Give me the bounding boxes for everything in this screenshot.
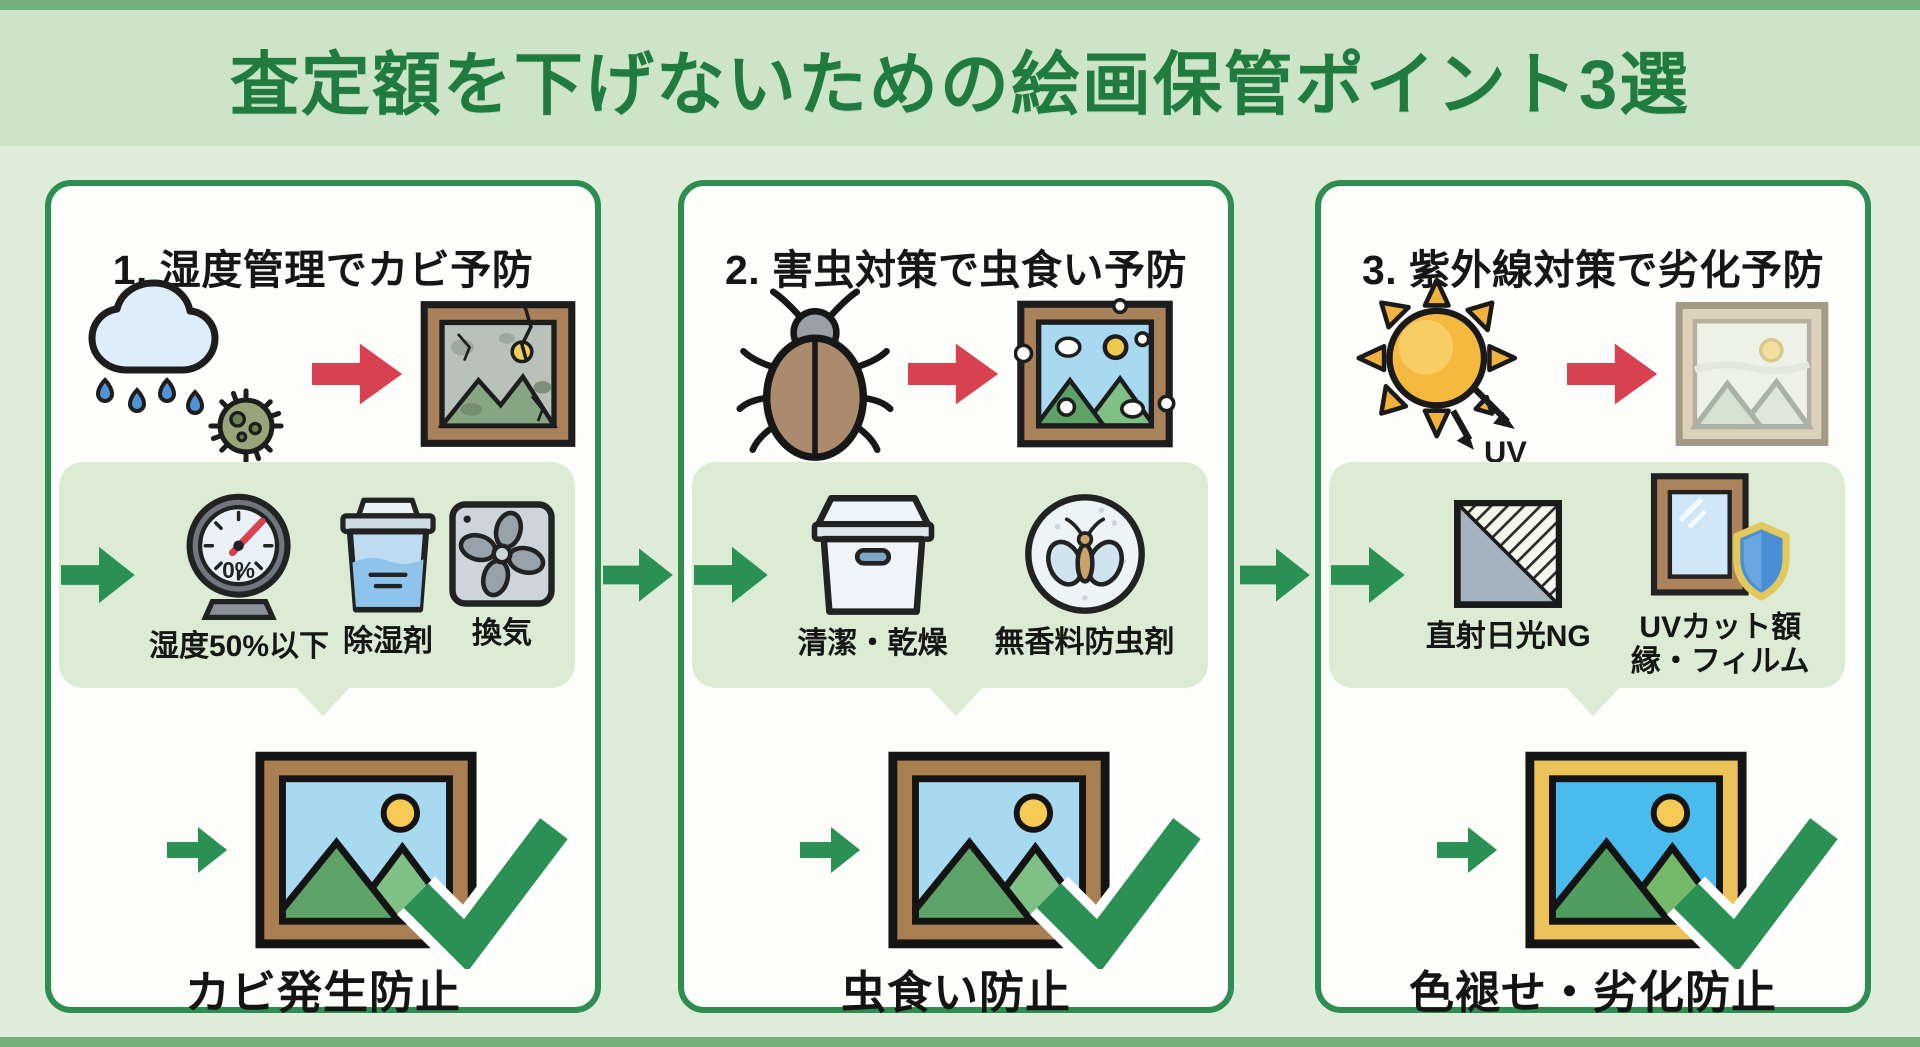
band-tail <box>1563 684 1623 716</box>
humidity-cause-group <box>68 276 298 472</box>
red-arrow-icon <box>1567 343 1658 405</box>
sun-uv-icon: UV <box>1356 277 1527 470</box>
solution-clean-dry: 清潔・乾燥 <box>798 489 948 661</box>
mold-germ-icon <box>208 388 284 464</box>
dehumidifier-icon <box>340 497 436 613</box>
solution-no-sunlight: 直射日光NG <box>1426 496 1591 654</box>
result-label: 色褪せ・劣化防止 <box>1408 967 1777 1018</box>
card-uv: 3. 紫外線対策で劣化予防 UV <box>1315 180 1871 1018</box>
moth-repellent-icon <box>1024 494 1145 615</box>
faded-painting-icon <box>1675 302 1829 446</box>
green-arrow-icon <box>167 827 228 873</box>
red-arrow-icon <box>312 343 403 405</box>
solution-band: 直射日光NG UVカット額縁・フィルム <box>1329 462 1845 688</box>
result-painting <box>1523 749 1845 969</box>
beetle-icon <box>736 288 894 461</box>
storage-box-icon <box>811 495 934 616</box>
page-title: 査定額を下げないための絵画保管ポイント3選 <box>229 46 1691 123</box>
result-row <box>1321 742 1865 969</box>
cause-row <box>51 275 595 473</box>
top-edge-strip <box>0 0 1920 10</box>
card-humidity: 1. 湿度管理でカビ予防 <box>45 180 601 1018</box>
solution-ventilation: 換気 <box>447 499 557 651</box>
solution-band: 清潔・乾燥 無香料防虫剤 <box>692 462 1208 688</box>
band-tail <box>926 684 986 716</box>
rain-cloud-icon <box>88 279 219 415</box>
band-tail <box>293 684 353 716</box>
solution-label: 湿度50%以下 <box>149 630 330 664</box>
green-arrow-icon <box>1437 827 1498 873</box>
moldy-painting-icon <box>420 301 576 447</box>
card-pest: 2. 害虫対策で虫食い予防 <box>678 180 1234 1018</box>
green-arrow-icon <box>694 546 768 604</box>
green-arrow-icon <box>1331 546 1405 604</box>
cause-row: UV <box>1321 275 1865 473</box>
check-icon <box>1030 812 1208 969</box>
green-arrow-icon <box>61 546 135 604</box>
hygrometer-icon: 0% <box>186 493 291 621</box>
ventilation-fan-icon <box>449 501 555 607</box>
check-icon <box>397 812 575 969</box>
solution-dehumidifier: 除湿剤 <box>336 491 440 659</box>
solution-humidity: 0% 湿度50%以下 <box>149 486 329 664</box>
connector-arrow-icon <box>603 548 673 602</box>
result-row <box>51 742 595 969</box>
green-arrow-icon <box>800 827 861 873</box>
cause-row <box>684 275 1228 473</box>
solution-repellent: 無香料防虫剤 <box>995 490 1175 660</box>
hole-eaten-painting-icon <box>1014 298 1176 448</box>
red-arrow-icon <box>908 343 999 405</box>
solution-band: 0% 湿度50%以下 除湿剤 <box>59 462 575 688</box>
title-band: 査定額を下げないための絵画保管ポイント3選 <box>0 10 1920 146</box>
no-direct-sunlight-icon <box>1454 500 1563 609</box>
gauge-value: 0% <box>222 557 255 583</box>
solution-label: 清潔・乾燥 <box>797 627 948 661</box>
solution-label: 除湿剤 <box>343 625 434 659</box>
solution-label: 換気 <box>471 617 532 651</box>
result-label: 虫食い防止 <box>840 967 1071 1018</box>
bottom-edge-strip <box>0 1037 1920 1047</box>
result-label: カビ発生防止 <box>184 967 461 1018</box>
card-heading: 1. 湿度管理でカビ予防 <box>112 247 534 294</box>
uv-cut-frame-shield-icon <box>1651 473 1790 601</box>
solution-uv-cut: UVカット額縁・フィルム <box>1620 471 1820 678</box>
card-heading: 2. 害虫対策で虫食い予防 <box>724 247 1188 294</box>
connector-arrow-icon <box>1240 548 1310 602</box>
solution-label: 直射日光NG <box>1425 620 1591 654</box>
result-painting <box>886 749 1208 969</box>
result-painting <box>253 749 575 969</box>
result-row <box>684 742 1228 969</box>
check-icon <box>1667 812 1845 969</box>
solution-label: 無香料防虫剤 <box>994 626 1175 660</box>
solution-label: UVカット額縁・フィルム <box>1630 611 1810 678</box>
